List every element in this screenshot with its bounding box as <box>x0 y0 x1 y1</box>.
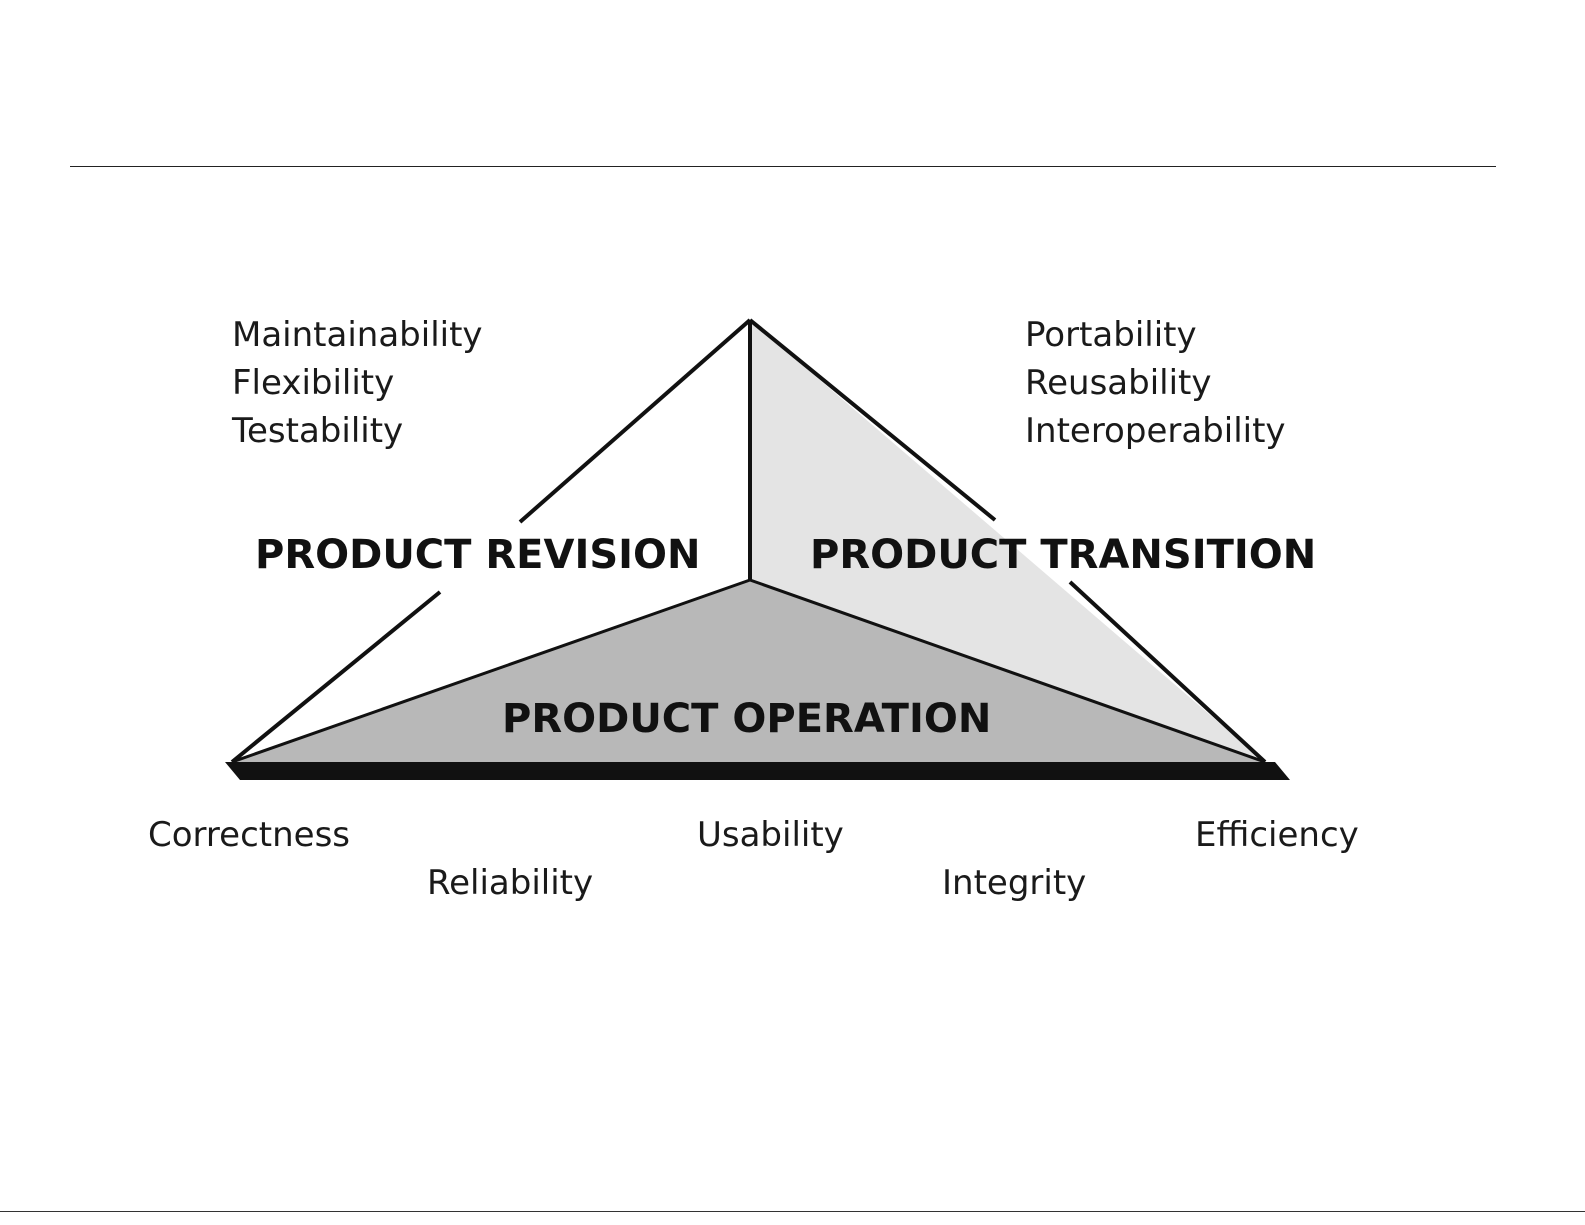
factor-reliability: Reliability <box>427 863 593 903</box>
factor-portability: Portability <box>1025 315 1197 355</box>
factor-integrity: Integrity <box>942 863 1086 903</box>
factor-flexibility: Flexibility <box>232 363 394 403</box>
label-product-revision: PRODUCT REVISION <box>255 532 701 578</box>
factor-interoperability: Interoperability <box>1025 411 1286 451</box>
label-product-operation: PRODUCT OPERATION <box>502 696 991 742</box>
factor-efficiency: Efficiency <box>1195 815 1359 855</box>
factor-correctness: Correctness <box>148 815 350 855</box>
label-product-transition: PRODUCT TRANSITION <box>810 532 1316 578</box>
factor-usability: Usability <box>697 815 844 855</box>
factor-reusability: Reusability <box>1025 363 1212 403</box>
edge-left-upper <box>520 320 750 522</box>
base-bar <box>225 762 1290 780</box>
factor-testability: Testability <box>231 411 403 451</box>
factor-maintainability: Maintainability <box>232 315 483 355</box>
footer-divider <box>0 1211 1585 1212</box>
